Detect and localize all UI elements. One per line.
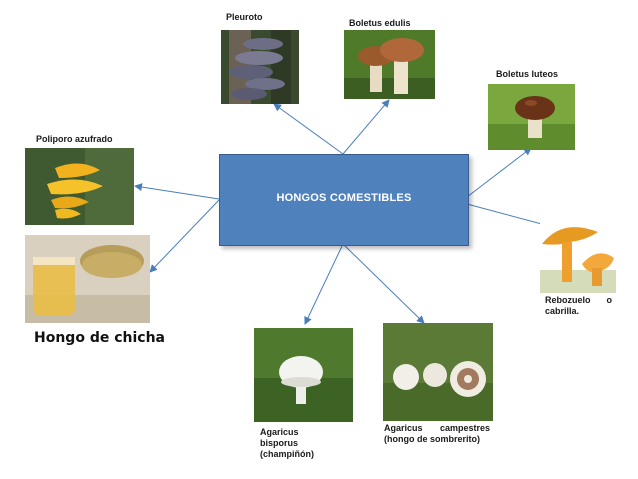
photo-rebozuelo: [540, 218, 616, 293]
label-boletus-luteos: Boletus luteos: [496, 69, 559, 79]
center-node: HONGOS COMESTIBLES: [219, 154, 469, 246]
label-pleuroto: Pleuroto: [226, 12, 263, 22]
arrow-to-pleuroto: [273, 103, 344, 155]
photo-agaricus-bisporus: [254, 328, 353, 422]
label-rebozuelo: Rebozuelo o cabrilla.: [545, 295, 612, 316]
arrow-to-poliporo: [134, 183, 220, 200]
arrow-to-hongo-chicha: [149, 199, 220, 273]
label-hongo-chicha: Hongo de chicha: [34, 330, 165, 346]
label-agaricus-bisporus: Agaricus bisporus (champiñón): [260, 427, 314, 459]
arrow-to-boletus-edulis: [342, 99, 390, 155]
arrow-to-boletus-luteos: [466, 147, 532, 198]
label-poliporo: Poliporo azufrado: [36, 134, 113, 144]
label-boletus-edulis: Boletus edulis: [349, 18, 411, 28]
arrow-to-rebozuelo: [466, 203, 554, 230]
photo-boletus-luteos: [488, 84, 575, 150]
center-title: HONGOS COMESTIBLES: [276, 192, 412, 204]
photo-pleuroto: [221, 30, 299, 104]
arrow-to-agaricus-campestres: [342, 243, 425, 324]
photo-poliporo: [25, 148, 134, 225]
photo-agaricus-campestres: [383, 323, 493, 421]
photo-boletus-edulis: [344, 30, 435, 99]
label-agaricus-campestres: Agaricus campestres (hongo de sombrerito…: [384, 423, 490, 444]
photo-hongo-chicha: [25, 235, 150, 323]
arrow-to-agaricus-bisporus: [304, 243, 344, 325]
